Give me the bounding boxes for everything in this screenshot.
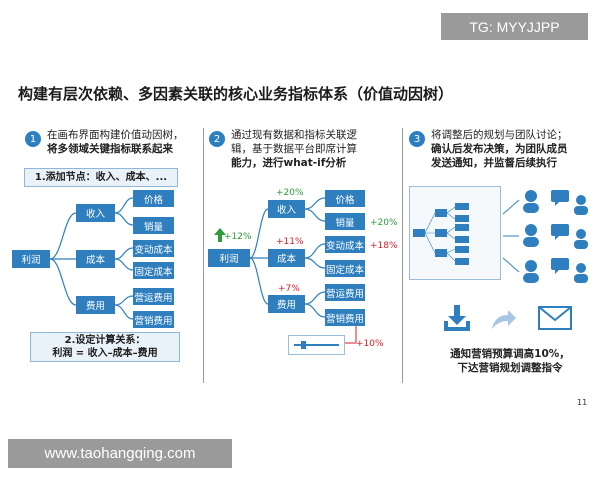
calc-relation-label: 2.设定计算关系：利润 = 收入–成本–费用 [30,332,180,362]
mini-node [435,249,447,257]
node-operating-expense-2[interactable]: 营运费用 [325,284,365,301]
node-income-2[interactable]: 收入 [268,200,305,218]
mail-icon [538,306,572,330]
notice-text: 通知营销预算调高10%， 下达营销规划调整指令 [450,348,570,374]
node-sales-volume[interactable]: 销量 [133,217,174,234]
pct-variable-cost: +18% [370,241,398,251]
watermark-top: TG: MYYJJPP [441,13,588,40]
slider-track [294,344,339,346]
share-arrow-icon [492,310,516,329]
mini-node [413,229,425,237]
node-price-2[interactable]: 价格 [325,190,365,207]
mini-node [455,236,469,243]
column-divider [402,128,403,383]
pct-marketing-adjust: +10% [356,339,384,349]
step-1-text: 在画布界面构建价值动因树， 将多领域关键指标联系起来 [47,129,184,155]
step-3-badge: 3 [409,131,425,147]
what-if-slider[interactable] [288,335,345,355]
step-2-badge: 2 [209,131,225,147]
mini-node [435,209,447,217]
team-member-icon [523,190,539,283]
slide-title: 构建有层次依赖、多因素关联的核心业务指标体系（价值动因树） [18,85,454,103]
pct-expense: +7% [278,284,300,294]
node-cost[interactable]: 成本 [76,250,115,268]
mini-tree-connectors [424,206,456,262]
mini-node [455,246,469,253]
add-nodes-label: 1.添加节点：收入、成本、... [24,168,178,187]
mini-node [435,229,447,237]
node-sales-volume-2[interactable]: 销量 [325,213,365,230]
pct-profit: +12% [224,232,252,242]
pct-income: +20% [276,188,304,198]
node-profit-2[interactable]: 利润 [208,249,250,267]
up-arrow-icon [214,228,226,242]
mini-node [455,203,469,210]
node-fixed-cost-2[interactable]: 固定成本 [325,260,365,277]
node-cost-2[interactable]: 成本 [268,249,305,267]
node-expense-2[interactable]: 费用 [268,295,305,313]
mini-node [455,215,469,222]
node-expense[interactable]: 费用 [76,296,115,314]
node-operating-expense[interactable]: 营运费用 [133,288,174,305]
step-2-text: 通过现有数据和指标关联逻 辑，基于数据平台即席计算 能力，进行what-if分析 [231,129,357,169]
node-marketing-expense[interactable]: 营销费用 [133,311,174,328]
slider-thumb[interactable] [301,341,306,349]
step-3-text: 将调整后的规划与团队讨论； 确认后发布决策，为团队成员 发送通知，并监督后续执行 [431,129,568,169]
download-icon [444,305,470,331]
watermark-bottom: www.taohangqing.com [8,439,232,468]
mini-node [455,224,469,231]
node-marketing-expense-2[interactable]: 营销费用 [325,309,365,326]
node-fixed-cost[interactable]: 固定成本 [133,262,174,279]
node-price[interactable]: 价格 [133,190,174,207]
team-illustration [502,190,588,283]
chat-bubble-icon [551,190,569,274]
node-profit[interactable]: 利润 [12,250,50,268]
node-variable-cost[interactable]: 变动成本 [133,240,174,257]
node-variable-cost-2[interactable]: 变动成本 [325,236,365,253]
step-1-badge: 1 [25,131,41,147]
team-member-icon [574,195,588,283]
pct-sales-volume: +20% [370,218,398,228]
mini-tree-thumbnail [409,186,501,280]
node-income[interactable]: 收入 [76,204,115,222]
page-number: 11 [577,398,588,407]
mini-node [455,258,469,265]
column-divider [203,128,204,383]
pct-cost: +11% [276,237,304,247]
